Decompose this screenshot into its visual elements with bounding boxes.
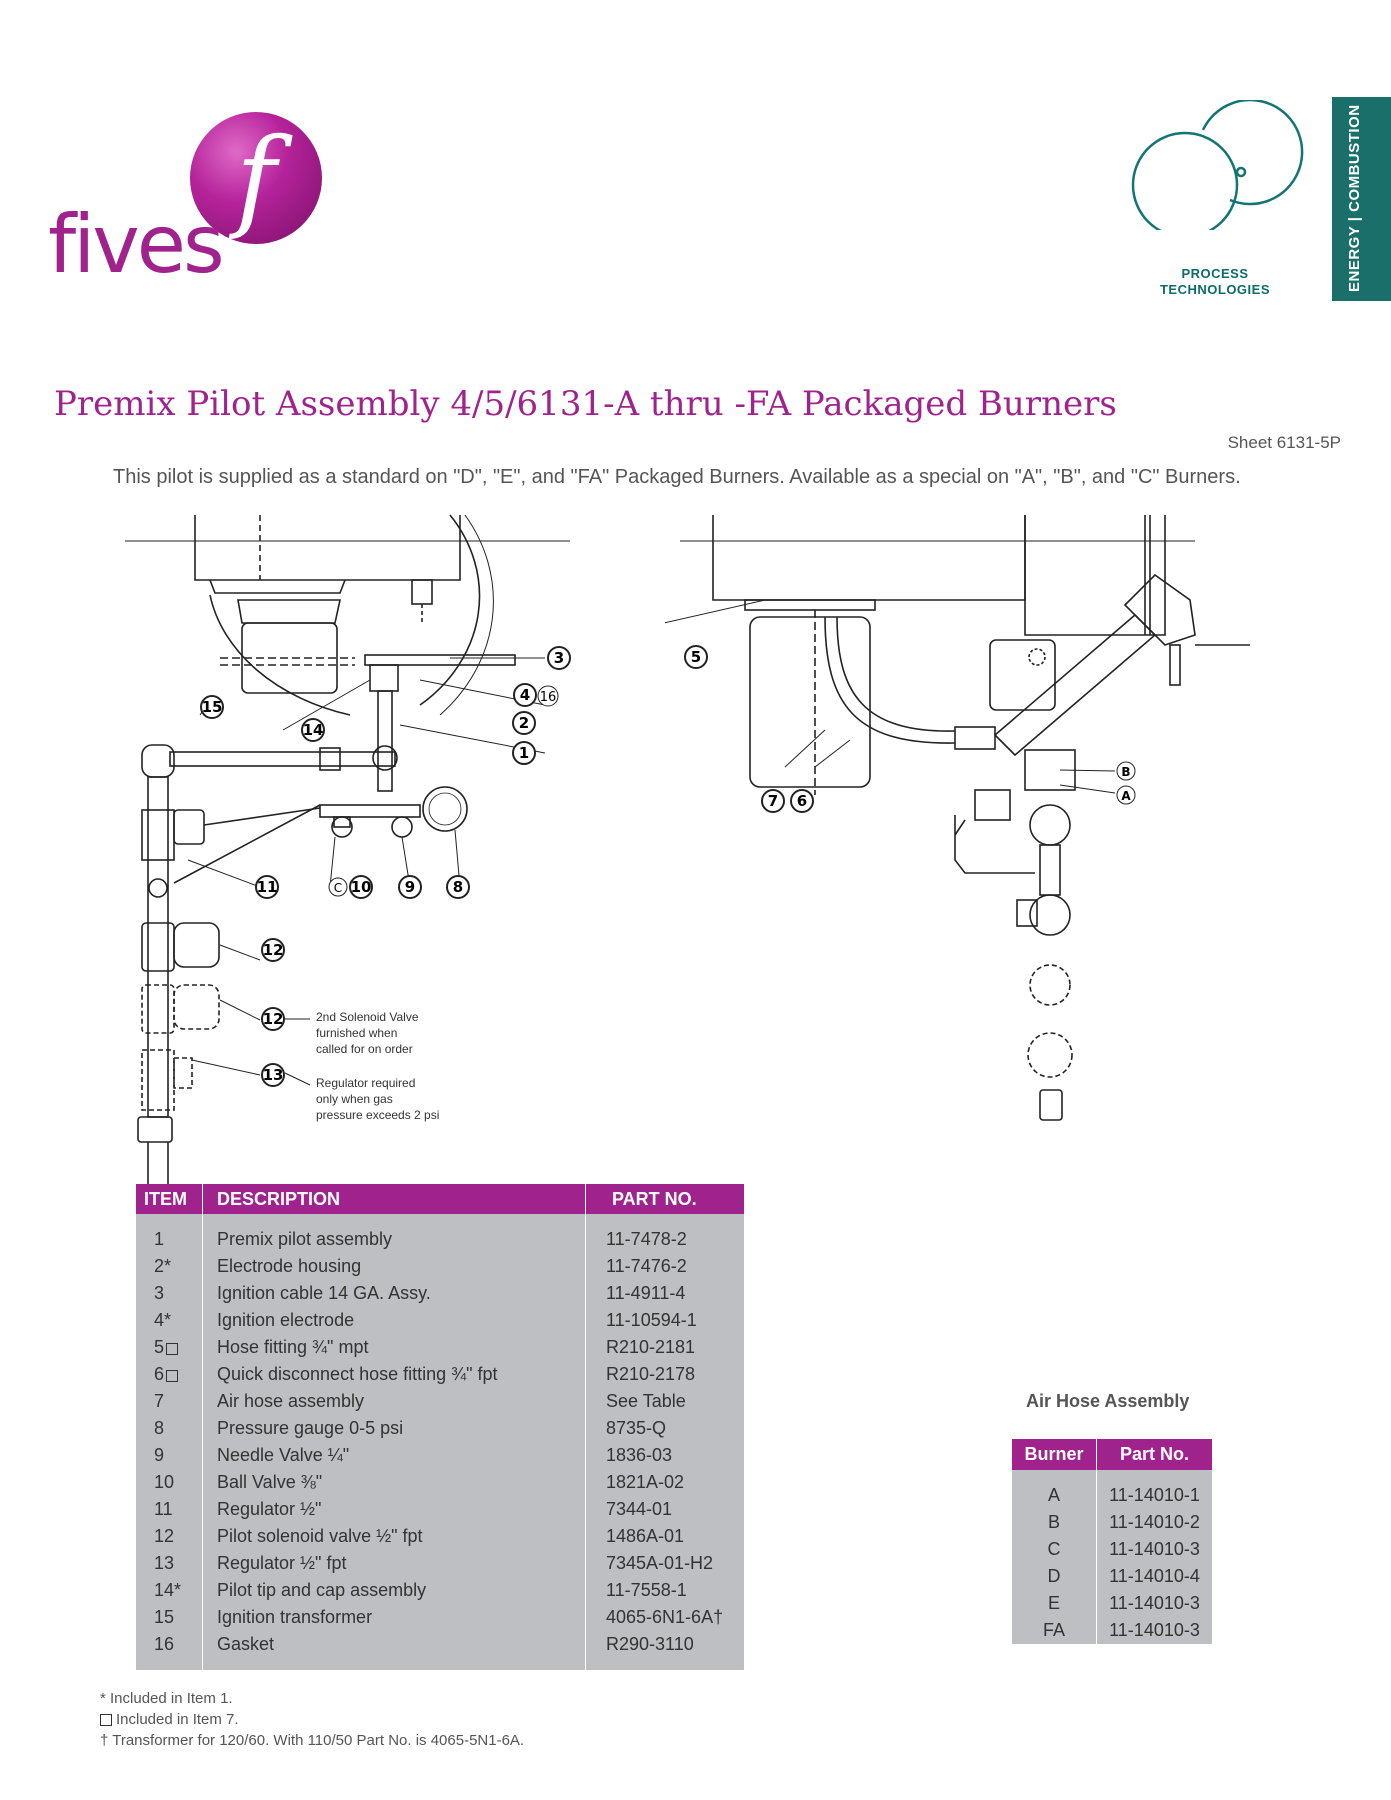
svg-text:5: 5 <box>691 648 701 666</box>
callout-8: 8 <box>446 875 470 899</box>
footnote-box: Included in Item 7. <box>100 1709 524 1730</box>
callout-a: A <box>1116 785 1136 805</box>
header-part-no: PART NO. <box>585 1184 744 1214</box>
fives-logo-mark: f <box>190 112 322 244</box>
footnote-dagger: † Transformer for 120/60. With 110/50 Pa… <box>100 1732 525 1749</box>
svg-text:13: 13 <box>263 1066 284 1084</box>
callout-12a: 12 <box>261 938 285 962</box>
pilot-assembly-drawing-left: 3 4 16 2 1 15 14 11 C 10 9 8 12 12 13 <box>125 514 571 1185</box>
included-in-item-7-box-icon <box>166 1343 179 1355</box>
header-part-no: Part No. <box>1096 1439 1212 1470</box>
callout-15: 15 <box>200 695 224 719</box>
callout-14: 14 <box>301 718 325 742</box>
header-burner: Burner <box>1012 1439 1097 1470</box>
pilot-assembly-drawing-right: 5 7 6 B A <box>665 515 1250 1121</box>
svg-text:11: 11 <box>257 878 278 896</box>
air-hose-header: Burner Part No. <box>1012 1439 1212 1470</box>
svg-text:A: A <box>1121 789 1131 803</box>
box-icon <box>100 1714 112 1726</box>
callout-b: B <box>1116 761 1136 781</box>
callout-6: 6 <box>790 789 814 813</box>
svg-text:10: 10 <box>351 878 372 896</box>
included-in-item-7-box-icon <box>166 1370 179 1382</box>
callout-10: 10 <box>349 875 373 899</box>
svg-text:7: 7 <box>768 792 778 810</box>
fives-wordmark: fives <box>48 198 225 291</box>
parts-table-header: ITEM DESCRIPTION PART NO. <box>136 1184 744 1214</box>
callout-4: 4 <box>513 683 537 707</box>
callout-1: 1 <box>512 741 536 765</box>
callout-11: 11 <box>255 875 279 899</box>
svg-text:2: 2 <box>519 714 529 732</box>
technologies-line: TECHNOLOGIES <box>1159 282 1270 297</box>
svg-text:8: 8 <box>453 878 463 896</box>
energy-combustion-label: ENERGY | COMBUSTION <box>1346 104 1363 292</box>
svg-text:C: C <box>334 881 342 895</box>
callout-9: 9 <box>398 875 422 899</box>
svg-text:14: 14 <box>303 721 324 739</box>
page-title: Premix Pilot Assembly 4/5/6131-A thru -F… <box>54 384 1117 424</box>
callout-2: 2 <box>512 711 536 735</box>
svg-text:16: 16 <box>540 690 557 705</box>
callout-16: 16 <box>537 685 559 707</box>
footnotes: * Included in Item 1. Included in Item 7… <box>100 1688 524 1751</box>
svg-text:B: B <box>1121 765 1130 779</box>
svg-text:1: 1 <box>519 744 529 762</box>
footnote-star: * Included in Item 1. <box>100 1690 233 1707</box>
air-hose-title: Air Hose Assembly <box>1026 1391 1190 1411</box>
svg-text:15: 15 <box>202 698 223 716</box>
process-technologies-logo <box>1131 100 1304 230</box>
callout-13: 13 <box>261 1063 285 1087</box>
svg-text:12: 12 <box>263 1010 284 1028</box>
regulator-note: Regulator required only when gas pressur… <box>316 1076 440 1122</box>
svg-text:3: 3 <box>554 649 564 667</box>
fives-logo-letter: f <box>235 114 277 242</box>
header-item: ITEM <box>136 1184 203 1214</box>
svg-text:12: 12 <box>263 941 284 959</box>
header-description: DESCRIPTION <box>202 1184 586 1214</box>
callout-7: 7 <box>761 789 785 813</box>
callout-5: 5 <box>684 645 708 669</box>
energy-combustion-band: ENERGY | COMBUSTION <box>1332 97 1391 301</box>
process-technologies-label: PROCESS TECHNOLOGIES <box>1145 266 1285 298</box>
solenoid-note: 2nd Solenoid Valve furnished when called… <box>316 1010 419 1056</box>
process-line: PROCESS <box>1181 266 1249 281</box>
svg-text:4: 4 <box>520 686 530 704</box>
sheet-number: Sheet 6131-5P <box>1227 433 1341 452</box>
svg-text:6: 6 <box>797 792 807 810</box>
callout-12b: 12 <box>261 1007 285 1031</box>
svg-text:9: 9 <box>405 878 415 896</box>
callout-c: C <box>328 877 348 897</box>
callout-3: 3 <box>547 646 571 670</box>
intro-text: This pilot is supplied as a standard on … <box>113 466 1241 488</box>
